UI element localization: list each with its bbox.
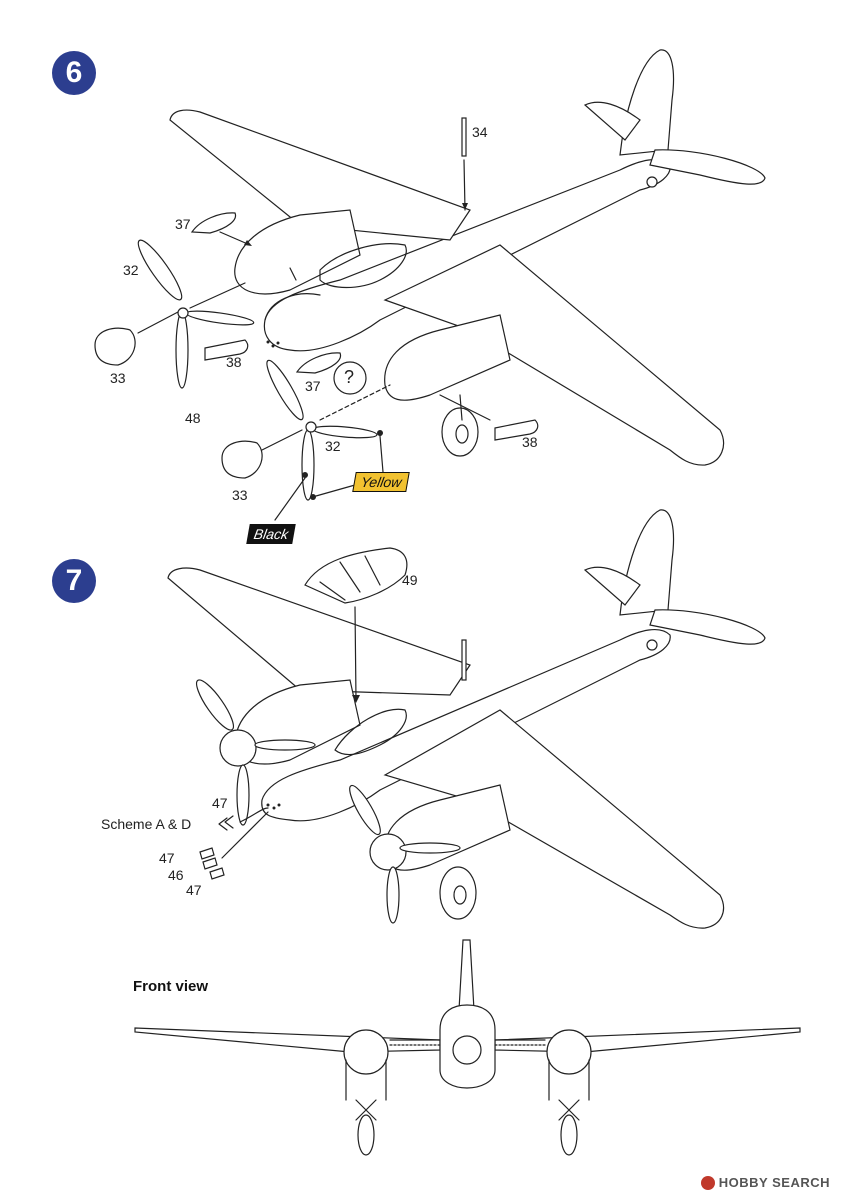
step6-aircraft xyxy=(169,49,766,466)
scheme-label: Scheme A & D xyxy=(101,816,192,832)
part-33-label: 33 xyxy=(110,370,126,386)
part-33b-label: 33 xyxy=(232,487,248,503)
step6-parts xyxy=(94,212,539,521)
part-37b-label: 37 xyxy=(305,378,321,394)
front-view-title: Front view xyxy=(133,978,209,995)
part-32b-label: 32 xyxy=(325,438,341,454)
part-34-label: 34 xyxy=(472,124,488,140)
part-46-label: 46 xyxy=(168,867,184,883)
part-38-label: 38 xyxy=(226,354,242,370)
part-47b-label: 47 xyxy=(159,850,175,866)
part-47c-label: 47 xyxy=(186,882,202,898)
watermark-text: HOBBY SEARCH xyxy=(718,1175,830,1190)
step7-aircraft xyxy=(167,509,766,929)
watermark: HOBBY SEARCH xyxy=(700,1175,830,1190)
part-38b-label: 38 xyxy=(522,434,538,450)
step-7-badge: 7 xyxy=(52,559,96,603)
part-49-label: 49 xyxy=(402,572,418,588)
black-color-tag: Black xyxy=(246,524,296,544)
part-32-label: 32 xyxy=(123,262,139,278)
question-mark: ? xyxy=(344,367,355,387)
front-view-drawing xyxy=(134,939,801,1156)
step-6-badge: 6 xyxy=(52,51,96,95)
part-37-label: 37 xyxy=(175,216,191,232)
part-47a-label: 47 xyxy=(212,795,228,811)
yellow-color-tag: Yellow xyxy=(352,472,411,492)
part-48-label: 48 xyxy=(185,410,201,426)
watermark-logo-icon xyxy=(700,1175,715,1190)
